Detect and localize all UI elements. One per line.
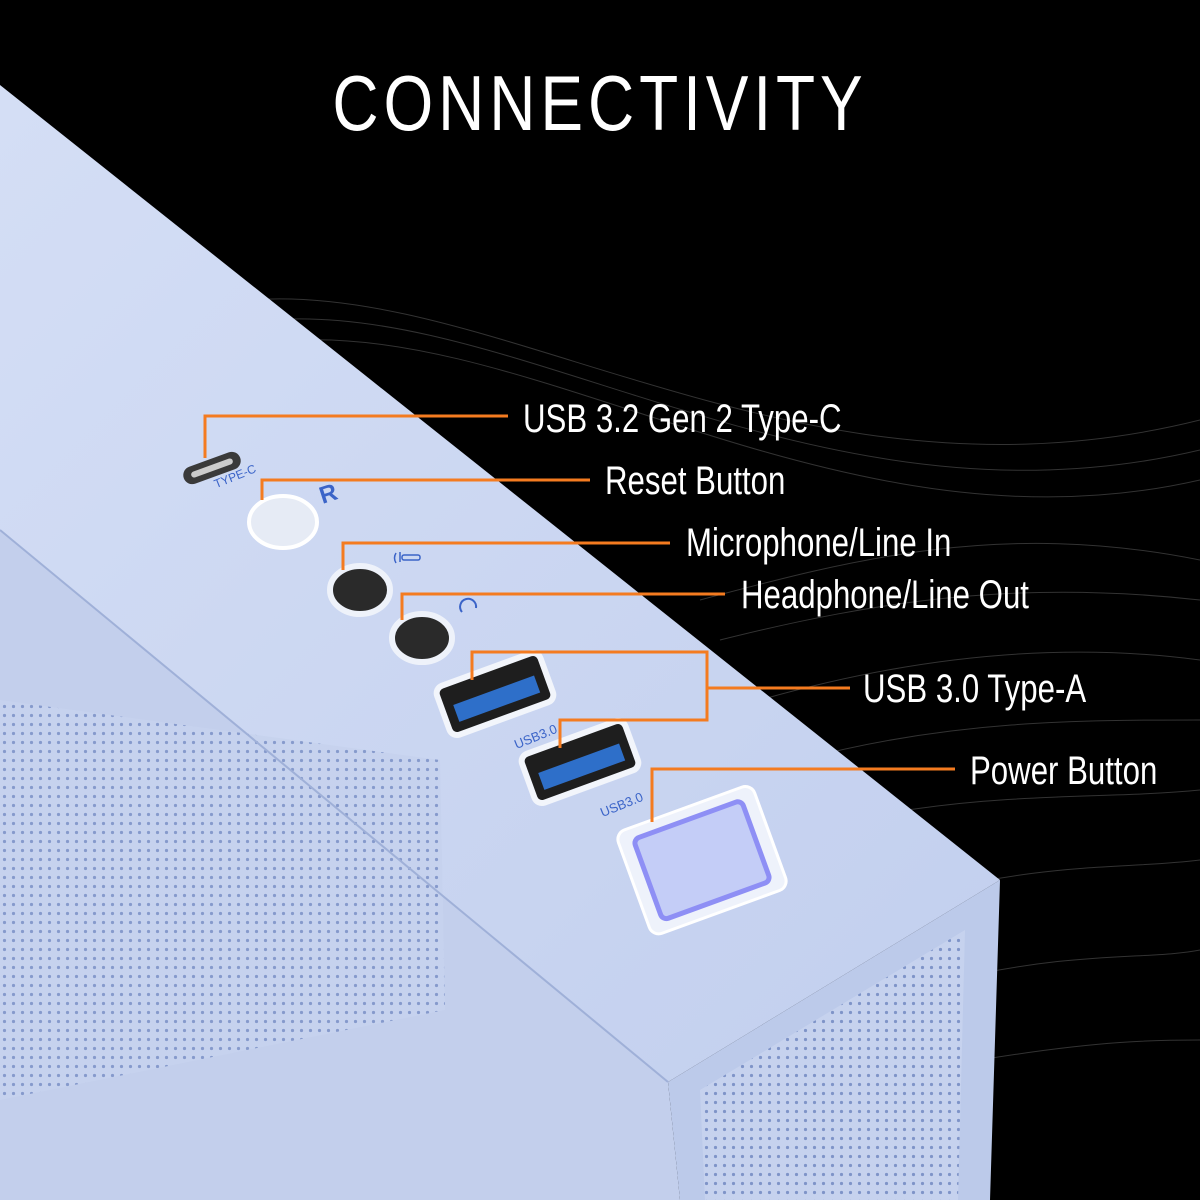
callout-lines (203, 414, 955, 822)
callout-line-power (650, 767, 955, 822)
front-mesh (700, 930, 965, 1200)
callout-label-power: Power Button (970, 749, 1158, 793)
mic-jack (327, 563, 393, 617)
callout-label-usb-c: USB 3.2 Gen 2 Type-C (523, 397, 842, 441)
callout-line-usb-a (470, 650, 709, 748)
callout-label-usb-a: USB 3.0 Type-A (863, 667, 1087, 711)
callout-line-reset (260, 478, 590, 500)
side-mesh (0, 700, 445, 1100)
callout-label-mic: Microphone/Line In (686, 521, 952, 565)
usb-a-port-1 (433, 650, 557, 738)
callout-line-headphone (400, 592, 725, 620)
headphone-jack (389, 611, 455, 665)
usb-c-port (183, 451, 241, 485)
reset-button (247, 494, 319, 550)
callout-label-reset: Reset Button (605, 459, 786, 503)
callout-line-mic (341, 541, 670, 570)
headphone-icon (459, 597, 478, 613)
page-title: CONNECTIVITY (332, 59, 868, 147)
microphone-icon (393, 552, 421, 564)
usb-a-port-2 (518, 718, 642, 806)
power-button (616, 785, 788, 936)
callout-line-usb-c (203, 414, 508, 458)
background-waves (249, 298, 1200, 1061)
callout-label-headphone: Headphone/Line Out (741, 573, 1029, 617)
